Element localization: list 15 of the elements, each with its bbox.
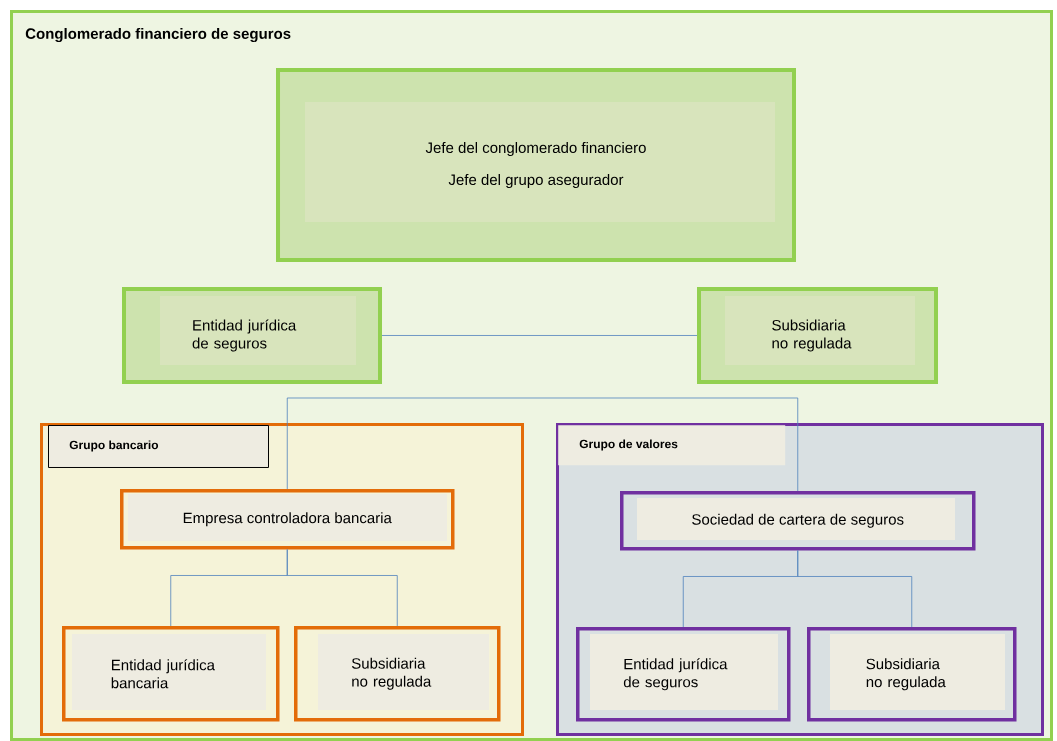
entity-box: Subsidiaria no regulada: [697, 287, 938, 384]
connector-line: [381, 335, 698, 336]
entity-box: Entidad jurídica de seguros: [576, 627, 791, 722]
entity-box: Empresa controladora bancaria: [120, 489, 455, 550]
group-heading: Grupo de valores: [558, 425, 786, 466]
entity-box: Entidad jurídica bancaria: [62, 626, 280, 722]
entity-box: Subsidiaria no regulada: [294, 626, 501, 722]
entity-box: Entidad jurídica de seguros: [122, 287, 382, 384]
entity-box: Subsidiaria no regulada: [807, 627, 1017, 722]
group-heading: Grupo bancario: [48, 425, 269, 468]
entity-box: Jefe del conglomerado financiero Jefe del grupo asegurador: [276, 68, 796, 262]
connector-line: [286, 549, 398, 627]
entity-box: Sociedad de cartera de seguros: [620, 491, 976, 551]
connector-line: [797, 550, 913, 628]
connector-line: [286, 397, 799, 492]
